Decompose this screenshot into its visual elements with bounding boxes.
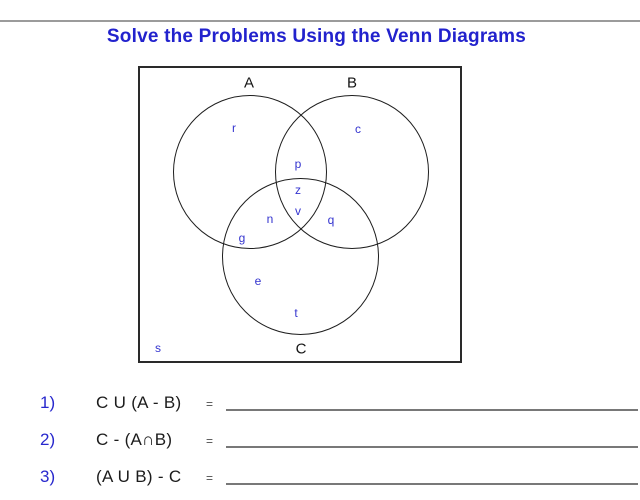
problem-row-1: 1) C U (A - B) = [0, 393, 640, 417]
element-c: c [355, 122, 361, 136]
element-t: t [294, 306, 298, 320]
element-g: g [238, 231, 246, 245]
element-p: p [294, 157, 302, 171]
top-divider [0, 20, 640, 22]
element-q: q [327, 213, 335, 227]
problem-row-2: 2) C - (A∩B) = [0, 430, 640, 454]
element-e: e [254, 274, 262, 288]
equals-sign: = [206, 397, 214, 411]
set-label-c: C [295, 340, 307, 358]
equals-sign: = [206, 471, 214, 485]
problem-expression: C U (A - B) [96, 393, 182, 412]
element-z: z [295, 183, 301, 197]
element-r: r [232, 121, 236, 135]
worksheet-title: Solve the Problems Using the Venn Diagra… [106, 26, 527, 47]
problem-number: 2) [40, 430, 56, 449]
answer-blank[interactable] [226, 409, 638, 411]
answer-blank[interactable] [226, 483, 638, 485]
problem-row-3: 3) (A U B) - C = [0, 467, 640, 491]
problem-number: 1) [40, 393, 56, 412]
element-n: n [266, 212, 274, 226]
circle-c [222, 178, 379, 335]
element-s: s [155, 341, 161, 355]
answer-blank[interactable] [226, 446, 638, 448]
set-label-a: A [243, 74, 255, 92]
problem-expression: (A U B) - C [96, 467, 182, 486]
set-label-b: B [346, 74, 358, 92]
equals-sign: = [206, 434, 214, 448]
problem-expression: C - (A∩B) [96, 430, 173, 449]
element-v: v [295, 204, 301, 218]
problem-number: 3) [40, 467, 56, 486]
